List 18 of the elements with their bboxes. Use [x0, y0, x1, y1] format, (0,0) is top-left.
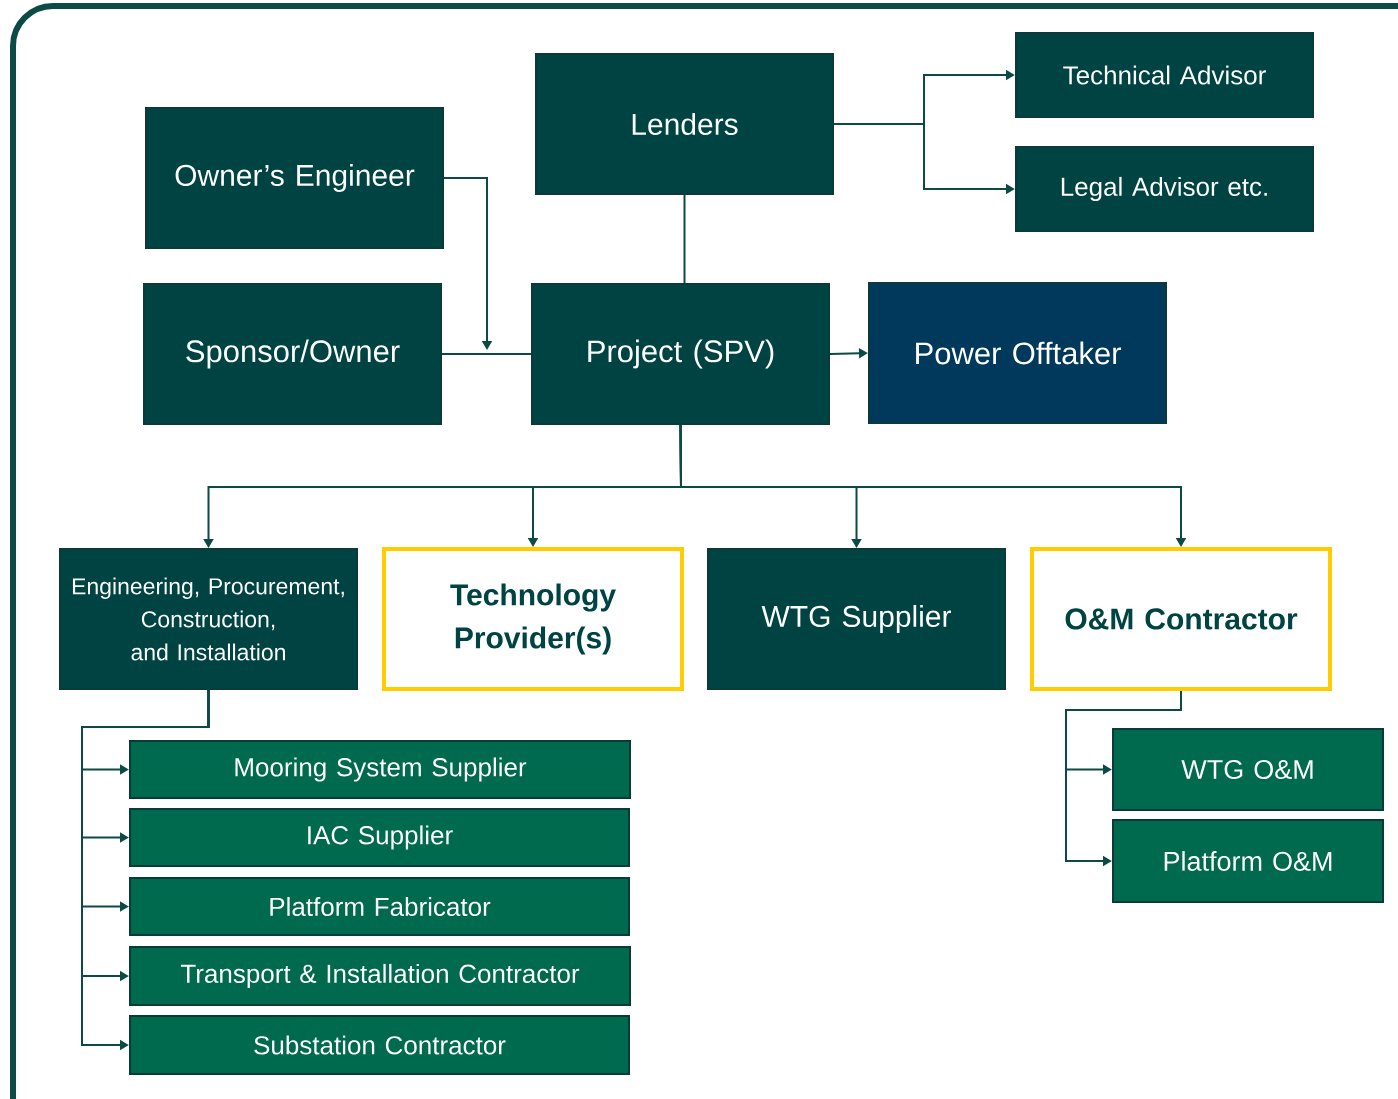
- org-box: Technical Advisor: [1015, 32, 1314, 118]
- supplier-box: Mooring System Supplier: [129, 740, 631, 799]
- highlighted-box: O&M Contractor: [1030, 547, 1332, 691]
- supplier-box: Platform Fabricator: [129, 877, 630, 936]
- highlighted-box: Technology Provider(s): [382, 547, 684, 691]
- org-box: WTG Supplier: [707, 548, 1006, 690]
- org-box: Engineering, Procurement, Construction, and Installation: [59, 548, 358, 690]
- supplier-box: Transport & Installation Contractor: [129, 946, 631, 1006]
- org-box: Project (SPV): [531, 283, 830, 425]
- org-box: Legal Advisor etc.: [1015, 146, 1314, 232]
- org-box: Sponsor/Owner: [143, 283, 442, 425]
- org-box: Power Offtaker: [868, 282, 1167, 424]
- org-box: Lenders: [535, 53, 834, 195]
- supplier-box: IAC Supplier: [129, 808, 630, 867]
- supplier-box: Substation Contractor: [129, 1015, 630, 1075]
- org-box: Owner’s Engineer: [145, 107, 444, 249]
- supplier-box: Platform O&M: [1112, 819, 1384, 903]
- supplier-box: WTG O&M: [1112, 728, 1384, 811]
